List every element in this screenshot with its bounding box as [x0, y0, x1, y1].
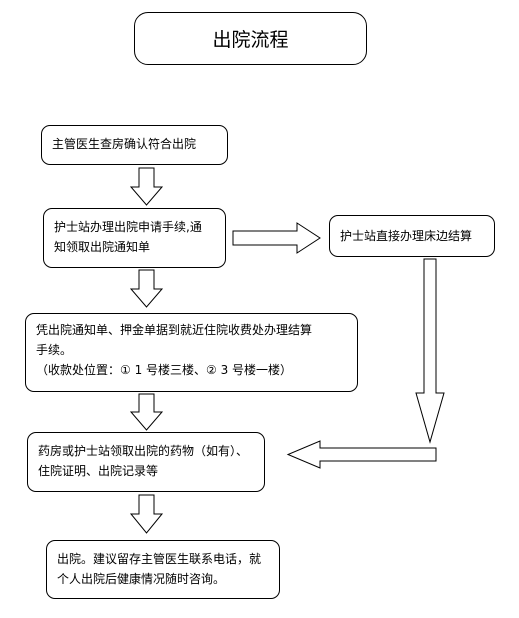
diagram-title: 出院流程: [212, 29, 289, 51]
step-text-line: 药房或护士站领取出院的药物（如有）、: [38, 444, 249, 458]
step-bedside-settlement: 护士站直接办理床边结算: [329, 215, 495, 257]
step-discharge: 出院。建议留存主管医生联系电话，就 个人出院后健康情况随时咨询。: [46, 540, 280, 599]
step-text-line: 手续。: [36, 343, 73, 357]
step-collect-medicine: 药房或护士站领取出院的药物（如有）、 住院证明、出院记录等: [27, 432, 265, 492]
step-text-line: 个人出院后健康情况随时咨询。: [57, 572, 226, 586]
step-text-line: 住院证明、出院记录等: [38, 464, 159, 478]
step-confirm-discharge: 主管医生查房确认符合出院: [41, 125, 228, 165]
arrow-right-icon: [232, 222, 321, 254]
step-cashier-settlement: 凭出院通知单、押金单据到就近住院收费处办理结算 手续。 （收款处位置：① 1 号…: [25, 313, 358, 392]
step-text-line: 护士站办理出院申请手续,通: [54, 220, 202, 234]
arrow-left-icon: [286, 440, 437, 469]
step-text-line: 凭出院通知单、押金单据到就近住院收费处办理结算: [36, 323, 313, 337]
diagram-title-box: 出院流程: [134, 12, 367, 65]
arrow-down-icon: [129, 269, 164, 308]
step-text-line: 知领取出院通知单: [54, 240, 151, 254]
step-text-line: 出院。建议留存主管医生联系电话，就: [57, 552, 262, 566]
step-text-line: 主管医生查房确认符合出院: [52, 137, 197, 151]
step-text-line: 护士站直接办理床边结算: [340, 229, 473, 243]
arrow-down-icon: [129, 167, 164, 206]
arrow-down-icon: [129, 393, 164, 431]
arrow-down-icon: [129, 494, 164, 534]
step-nurse-station-application: 护士站办理出院申请手续,通 知领取出院通知单: [43, 208, 226, 268]
arrow-down-icon: [415, 258, 445, 444]
step-text-line: （收款处位置：① 1 号楼三楼、② 3 号楼一楼）: [36, 363, 293, 377]
